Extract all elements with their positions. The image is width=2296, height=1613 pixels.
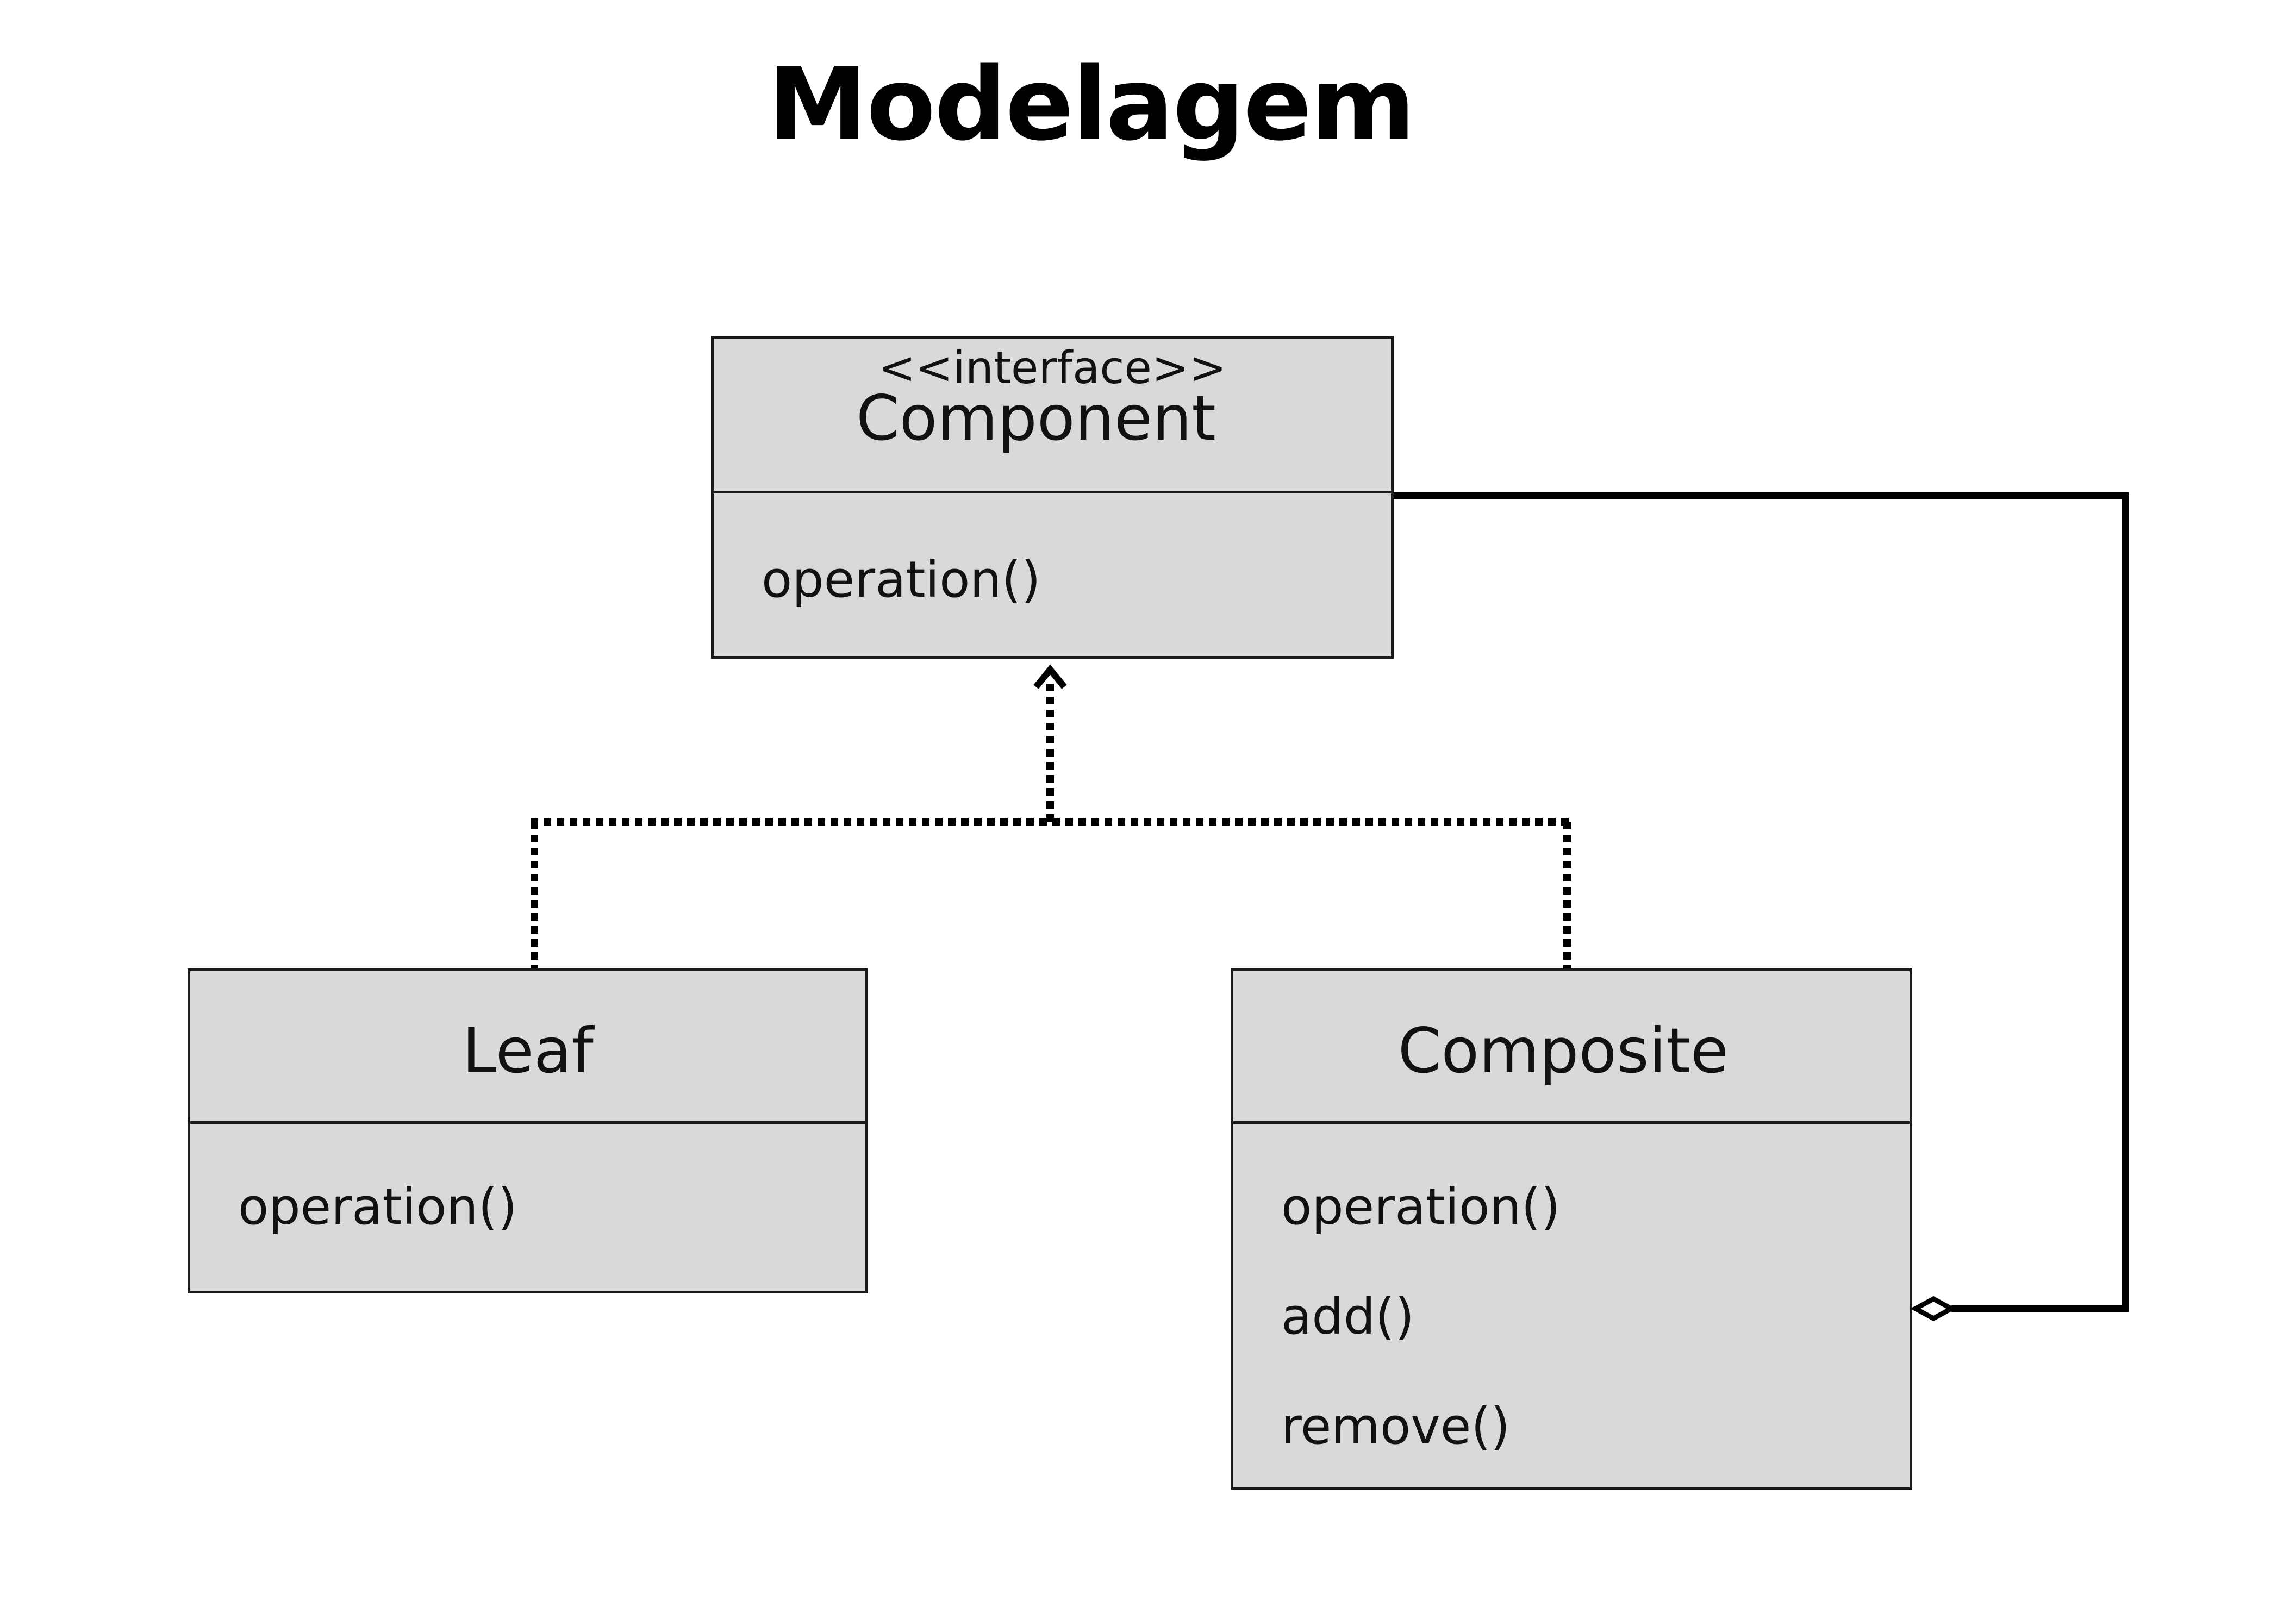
leaf-class: Leaf operation() (188, 968, 868, 1293)
page-title: Modelagem (768, 46, 1415, 163)
realization-connector (531, 679, 1571, 968)
aggregation-line (1392, 492, 2129, 1312)
realization-arrowhead (1033, 664, 1067, 689)
leaf-class-header: Leaf (190, 971, 865, 1124)
aggregation-diamond (1910, 1296, 1957, 1322)
leaf-class-name: Leaf (462, 1015, 594, 1087)
composite-class: Composite operation() add() remove() (1231, 968, 1912, 1490)
composite-method-remove: remove() (1281, 1397, 1511, 1455)
component-method-operation: operation() (762, 551, 1041, 609)
composite-method-operation: operation() (1281, 1178, 1561, 1236)
composite-class-header: Composite (1233, 971, 1910, 1124)
leaf-method-operation: operation() (238, 1178, 517, 1236)
component-stereotype: <<interface>> (878, 342, 1227, 394)
component-class-name: Component (856, 382, 1216, 454)
component-class: <<interface>> Component operation() (711, 336, 1394, 659)
composite-class-name: Composite (1397, 1015, 1729, 1087)
component-class-header: <<interface>> Component (714, 339, 1391, 493)
composite-method-add: add() (1281, 1287, 1414, 1346)
